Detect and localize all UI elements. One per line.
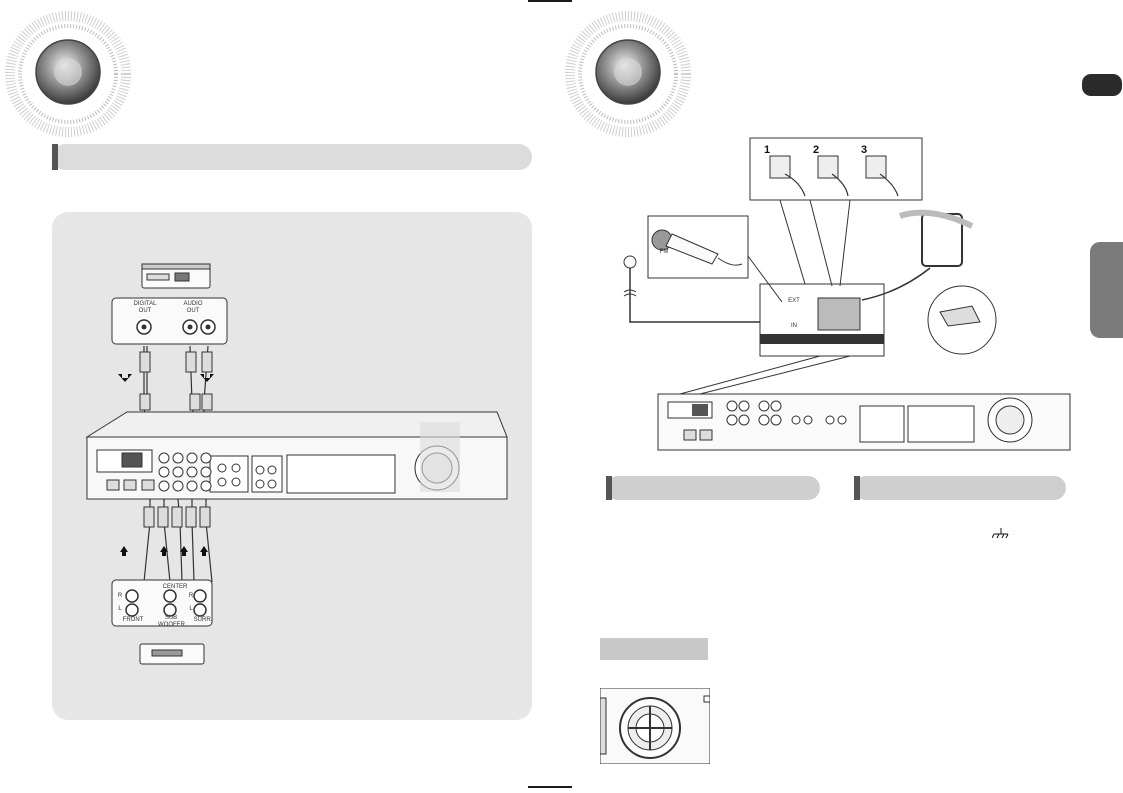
source-device-top xyxy=(141,263,211,289)
section-title-bar-fm xyxy=(606,476,820,500)
center-label: CENTER xyxy=(162,584,188,590)
main-unit-rear xyxy=(85,411,508,500)
page-tab-top xyxy=(1082,74,1122,96)
top-rule-left xyxy=(528,0,572,2)
speaker-disc-icon xyxy=(5,11,131,137)
arrow-up-icon xyxy=(160,546,168,556)
fm-ext-label: EXT xyxy=(788,298,800,304)
fm-label: FM xyxy=(659,249,669,255)
r-label-front: R xyxy=(117,593,123,599)
chapter-side-tab xyxy=(1090,242,1123,338)
fm-in-label: IN xyxy=(791,323,797,329)
l-label-surr: L xyxy=(189,606,193,612)
cooling-fan-illustration xyxy=(600,688,710,764)
arrow-up-icon xyxy=(120,546,128,556)
l-label-front: L xyxy=(118,606,122,612)
step-number-2: 2 xyxy=(813,144,820,156)
note-label-block xyxy=(600,638,708,660)
bottom-rule-right xyxy=(528,786,572,788)
section-title-bar-left xyxy=(52,144,532,170)
arrow-down-icon xyxy=(200,374,214,382)
sub-woofer-label: SUB WOOFER xyxy=(158,615,185,628)
step-number-3: 3 xyxy=(861,144,868,156)
external-component-connection-diagram xyxy=(85,263,508,665)
arrow-up-icon xyxy=(180,546,188,556)
arrow-down-icon xyxy=(118,374,132,382)
r-label-surr: R xyxy=(188,593,194,599)
arrow-up-icon xyxy=(200,546,208,556)
speaker-disc-icon xyxy=(565,11,691,137)
front-label: FRONT xyxy=(122,617,144,623)
source-device-bottom xyxy=(139,643,205,665)
section-title-bar-am xyxy=(854,476,1066,500)
step-number-1: 1 xyxy=(764,144,771,156)
ground-symbol-icon xyxy=(992,528,1009,539)
antenna-connection-diagram xyxy=(623,137,1071,451)
audio-out-label: AUDIO OUT xyxy=(183,301,203,314)
digital-out-label: DIGITAL OUT xyxy=(133,301,157,314)
surr-label: SURR. xyxy=(193,617,213,623)
